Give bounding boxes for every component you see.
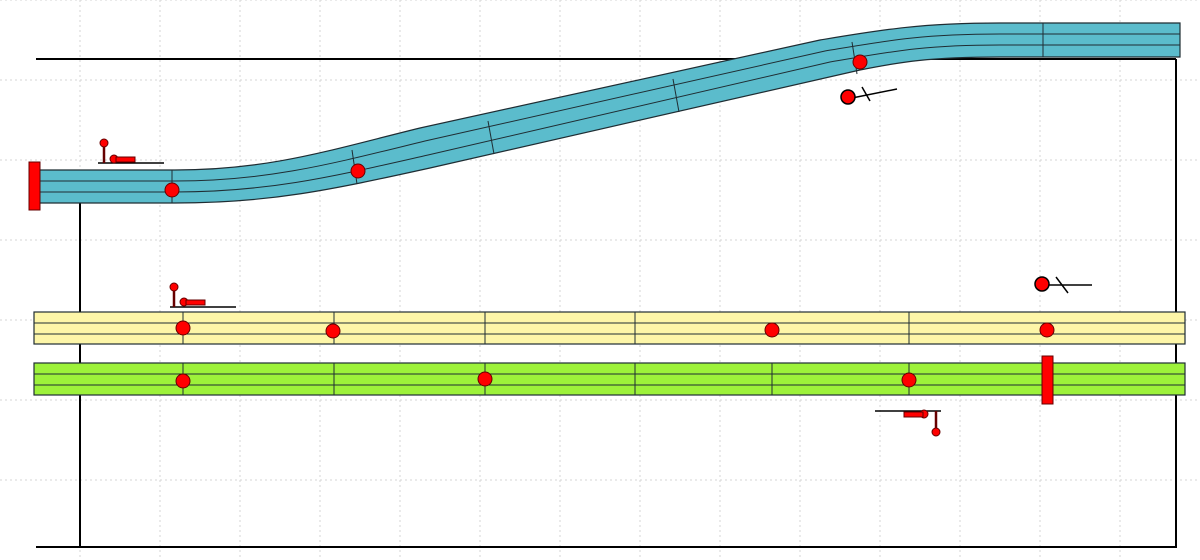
track-lower-buffer-stop[interactable] [1041, 355, 1054, 405]
light-signal-icon[interactable] [840, 86, 898, 105]
track-lower-body[interactable] [33, 362, 1186, 396]
track-lower[interactable] [33, 355, 1186, 405]
track-upper-buffer-stop[interactable] [28, 161, 41, 211]
track-middle-detector[interactable] [325, 323, 341, 339]
track-upper-rail-1 [36, 33, 1180, 182]
track-lower-detector[interactable] [175, 373, 191, 389]
track-upper[interactable] [28, 22, 1181, 211]
track-lower-detector[interactable] [477, 371, 493, 387]
ground-signal-icon[interactable] [875, 409, 941, 437]
track-upper-separator [487, 120, 495, 155]
track-upper-detector[interactable] [350, 163, 366, 179]
track-middle[interactable] [33, 311, 1186, 345]
track-middle-body[interactable] [33, 311, 1186, 345]
track-upper-detector[interactable] [164, 182, 180, 198]
light-signal-icon[interactable] [1034, 276, 1092, 294]
track-lower-detector[interactable] [901, 372, 917, 388]
track-upper-rail-2 [36, 44, 1180, 193]
layout-boundary [36, 58, 1177, 548]
track-upper-separator [672, 78, 680, 113]
track-middle-detector[interactable] [764, 322, 780, 338]
track-upper-detector[interactable] [852, 54, 868, 70]
ground-signal-icon[interactable] [98, 138, 164, 164]
track-middle-detector[interactable] [175, 320, 191, 336]
ground-signal-icon[interactable] [169, 282, 236, 308]
track-middle-detector[interactable] [1039, 322, 1055, 338]
